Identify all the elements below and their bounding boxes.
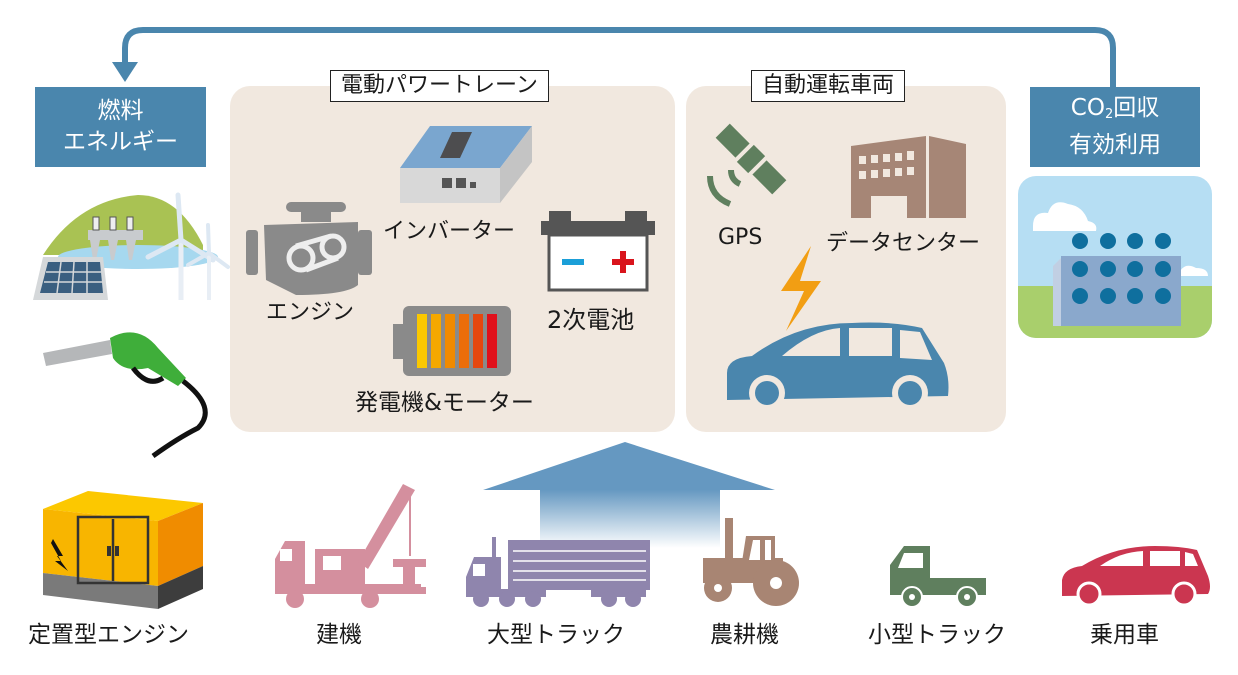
heavy-truck-icon [466, 537, 650, 607]
heavy-truck-label: 大型トラック [487, 622, 625, 648]
generator-motor-icon [393, 306, 511, 376]
inverter-label: インバーター [383, 219, 516, 244]
tractor-icon [703, 518, 799, 606]
lightning-icon [781, 246, 821, 331]
generator-motor-label: 発電機&モーター [355, 390, 534, 416]
fuel-energy-line2: エネルギー [63, 129, 178, 155]
co2-capture-facility-icon [1018, 176, 1212, 338]
inverter-icon [400, 126, 532, 203]
passenger-car-label: 乗用車 [1090, 622, 1159, 648]
stationary-engine-label: 定置型エンジン [28, 622, 189, 648]
connected-car-icon [727, 322, 949, 411]
autonomous-title: 自動運転車両 [751, 70, 906, 102]
secondary-battery-icon [541, 211, 655, 292]
construction-machine-label: 建機 [316, 622, 362, 648]
tractor-label: 農耕機 [710, 622, 779, 648]
recycle-flow-arrow [112, 27, 1116, 86]
engine-label: エンジン [266, 300, 355, 325]
powertrain-title: 電動パワートレーン [330, 70, 549, 102]
fuel-energy-line1: 燃料 [97, 98, 144, 124]
gps-label: GPS [718, 225, 763, 250]
passenger-car-icon [1062, 546, 1210, 607]
secondary-battery-label: 2次電池 [547, 306, 635, 334]
fuel-energy-box: 燃料 エネルギー [35, 87, 206, 167]
data-center-label: データセンター [826, 231, 981, 256]
small-truck-label: 小型トラック [868, 622, 1006, 648]
co2-line1: CO2回収 [1070, 95, 1160, 122]
co2-line2: 有効利用 [1069, 132, 1161, 158]
stationary-generator-icon [43, 491, 203, 609]
renewable-energy-icon [33, 192, 230, 300]
data-center-icon [851, 136, 966, 218]
engine-icon [246, 202, 372, 295]
co2-utilization-box: CO2回収 有効利用 [1030, 87, 1200, 167]
crane-truck-icon [275, 484, 426, 608]
satellite-icon [707, 123, 787, 207]
upward-arrow [483, 442, 775, 548]
small-truck-icon [890, 546, 986, 608]
fuel-nozzle-icon [43, 332, 208, 459]
